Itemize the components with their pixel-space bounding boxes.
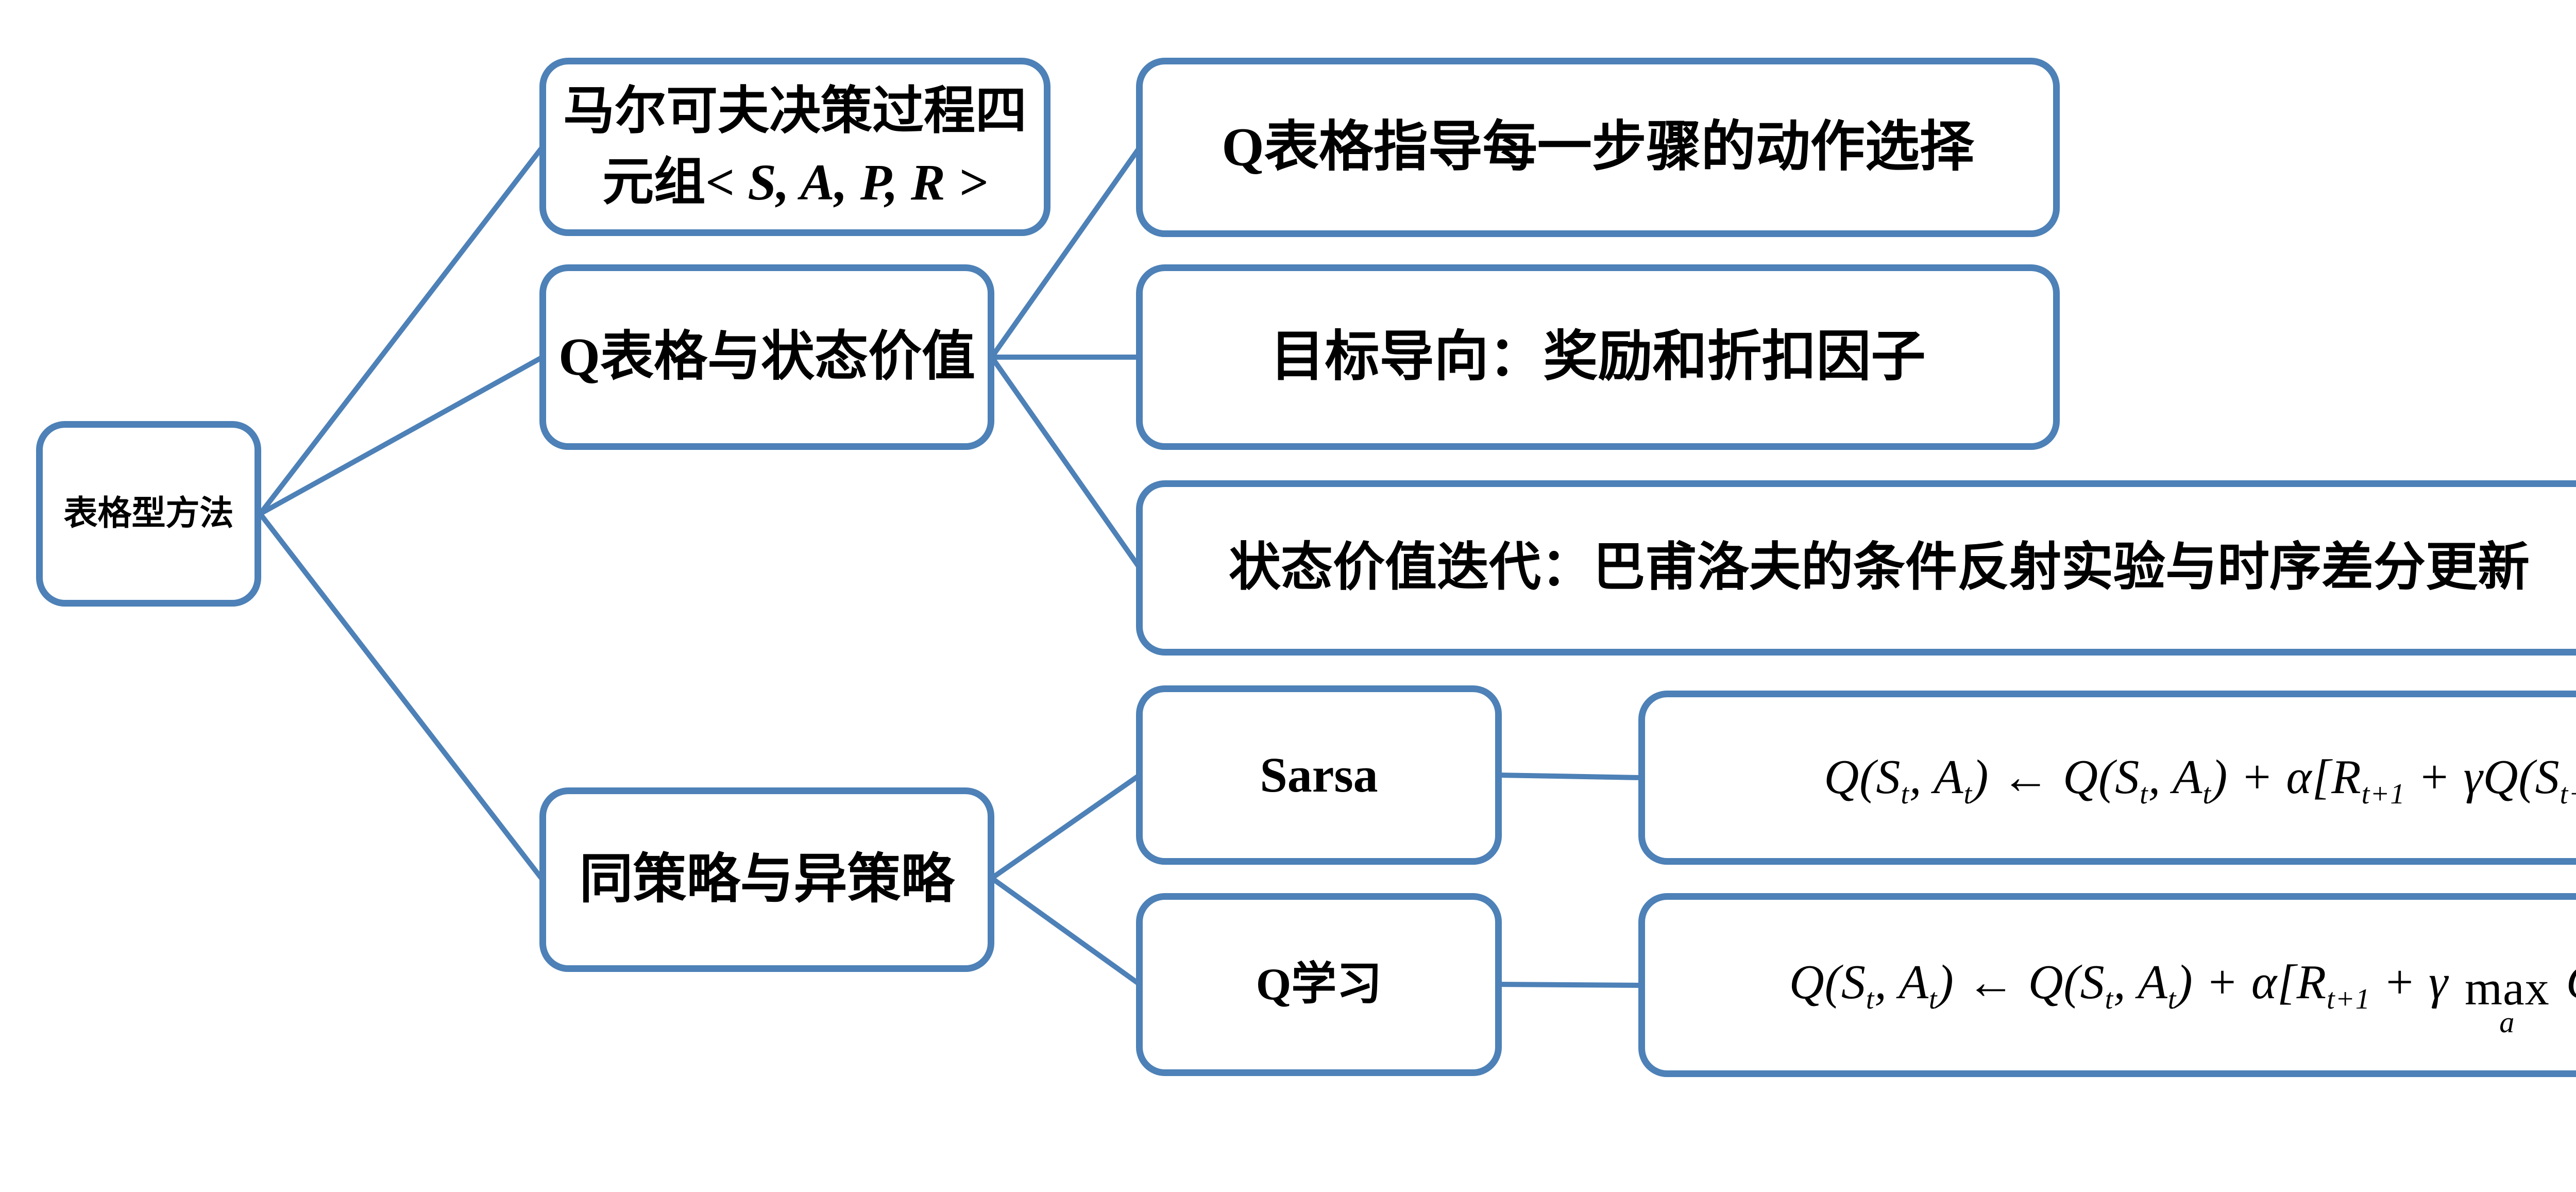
leaf-value-iteration: 状态价值迭代：巴甫洛夫的条件反射实验与时序差分更新 (1136, 480, 2576, 656)
node-q-table-state-value-label: Q表格与状态价值 (558, 327, 975, 387)
mdp-line1: 马尔可夫决策过程四 (563, 82, 1027, 140)
formula-q-learning-update-text: Q(St, At) ← Q(St, At) + α[Rt+1 + γ max a… (1789, 949, 2576, 1037)
node-mdp-tuple-label: 马尔可夫决策过程四 元组< S, A, P, R > (563, 76, 1027, 218)
formula-sarsa-update: Q(St, At) ← Q(St, At) + α[Rt+1 + γQ(St+1… (1638, 691, 2576, 865)
formula-q-learning-update: Q(St, At) ← Q(St, At) + α[Rt+1 + γ max a… (1638, 893, 2576, 1077)
formula-sarsa-update-text: Q(St, At) ← Q(St, At) + α[Rt+1 + γQ(St+1… (1824, 750, 2576, 810)
leaf-action-selection: Q表格指导每一步骤的动作选择 (1136, 58, 2060, 237)
node-on-policy-off-policy: 同策略与异策略 (539, 787, 994, 972)
max-operator-label: max (2464, 962, 2550, 1016)
connector-qtable-to-action (989, 145, 1142, 360)
leaf-goal-oriented: 目标导向：奖励和折扣因子 (1136, 264, 2060, 450)
node-q-learning: Q学习 (1136, 893, 1502, 1076)
mdp-line2-prefix: 元组 (602, 154, 706, 211)
max-operator: max a (2464, 962, 2550, 1039)
leaf-goal-oriented-label: 目标导向：奖励和折扣因子 (1270, 326, 1926, 387)
node-q-table-state-value: Q表格与状态价值 (539, 264, 994, 450)
connector-sarsa-to-formula (1497, 773, 1644, 780)
connector-root-to-policy (258, 511, 545, 882)
connector-policy-to-sarsa (989, 773, 1142, 881)
formula-q-learning-pre: Q(St, At) ← Q(St, At) + α[Rt+1 + γ (1789, 955, 2449, 1016)
formula-q-learning-post: Q(St+1, a) − Q(St, At)] (2566, 955, 2576, 1009)
root-node-label: 表格型方法 (63, 495, 234, 533)
connector-qlearning-to-formula (1497, 982, 1644, 988)
connector-qtable-to-valueiter (989, 355, 1142, 570)
mdp-tuple-math: < S, A, P, R > (705, 154, 988, 211)
node-sarsa: Sarsa (1136, 685, 1502, 865)
leaf-action-selection-label: Q表格指导每一步骤的动作选择 (1222, 116, 1974, 177)
connector-root-to-mdp (258, 144, 545, 516)
connector-policy-to-qlearning (989, 876, 1142, 987)
node-on-policy-off-policy-label: 同策略与异策略 (579, 850, 955, 910)
node-q-learning-label: Q学习 (1256, 959, 1382, 1010)
connector-root-to-qtable (258, 355, 545, 516)
root-node-tabular-methods: 表格型方法 (36, 421, 261, 607)
max-operator-subscript: a (2499, 1005, 2515, 1039)
node-sarsa-label: Sarsa (1260, 747, 1378, 802)
node-mdp-tuple: 马尔可夫决策过程四 元组< S, A, P, R > (539, 58, 1050, 236)
leaf-value-iteration-label: 状态价值迭代：巴甫洛夫的条件反射实验与时序差分更新 (1228, 539, 2530, 597)
